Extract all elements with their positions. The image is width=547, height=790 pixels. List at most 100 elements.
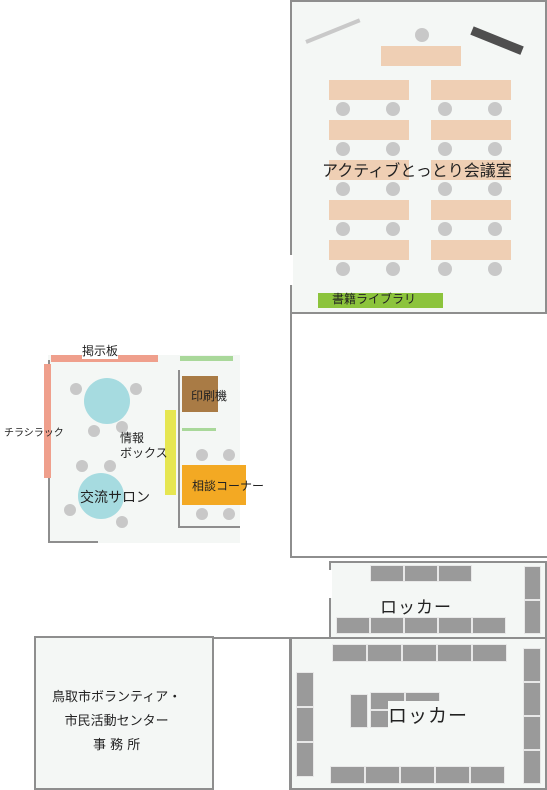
chair: [336, 262, 350, 276]
chair: [415, 28, 429, 42]
desk: [431, 240, 511, 260]
locker: [524, 600, 541, 634]
locker: [336, 617, 370, 634]
locker: [435, 766, 470, 784]
locker: [367, 644, 402, 662]
chair: [488, 142, 502, 156]
locker: [472, 644, 507, 662]
chair: [386, 182, 400, 196]
corridor-wall: [290, 312, 292, 558]
chair: [196, 508, 208, 520]
locker: [472, 617, 506, 634]
printer-label: 印刷機: [191, 389, 228, 403]
chair: [336, 182, 350, 196]
chair: [438, 222, 452, 236]
info-box: [165, 410, 176, 495]
desk: [329, 240, 409, 260]
partition-wall: [178, 370, 180, 528]
chair: [104, 460, 116, 472]
locker-upper-label: ロッカー: [380, 598, 452, 618]
chair: [488, 262, 502, 276]
chair: [438, 182, 452, 196]
locker: [404, 617, 438, 634]
locker: [365, 766, 400, 784]
locker: [402, 644, 437, 662]
consult-table: [182, 465, 246, 505]
locker: [400, 766, 435, 784]
chair: [488, 102, 502, 116]
desk: [329, 200, 409, 220]
printer: [182, 376, 218, 412]
chair: [438, 102, 452, 116]
chair: [88, 425, 100, 437]
chair: [336, 142, 350, 156]
office-door-gap: [214, 637, 291, 790]
chair: [130, 383, 142, 395]
locker: [438, 617, 472, 634]
locker: [370, 565, 404, 582]
chair: [76, 460, 88, 472]
office-label: 鳥取市ボランティア・ 市民活動センター 事 務 所: [52, 690, 182, 753]
chair: [386, 222, 400, 236]
chair: [488, 182, 502, 196]
presenter-desk: [381, 46, 461, 66]
chair: [438, 262, 452, 276]
locker: [438, 565, 472, 582]
salon-label: 交流サロン: [80, 490, 150, 506]
locker-door-gap: [327, 570, 332, 598]
desk: [329, 160, 409, 180]
consult-label: 相談コーナー: [192, 479, 265, 493]
chair: [196, 449, 208, 461]
locker: [523, 716, 541, 750]
chair: [223, 449, 235, 461]
locker: [350, 694, 368, 728]
corridor-wall: [290, 556, 547, 558]
locker: [296, 742, 314, 777]
flyer-rack: [44, 364, 51, 478]
chair: [386, 142, 400, 156]
locker: [296, 672, 314, 707]
salon-wall: [48, 541, 98, 543]
chair: [70, 383, 82, 395]
chair: [116, 421, 128, 433]
chair: [386, 102, 400, 116]
desk: [431, 200, 511, 220]
green-line: [180, 356, 233, 361]
chair: [223, 508, 235, 520]
chair: [116, 516, 128, 528]
bookshelf-label: 書籍ライブラリ: [332, 292, 417, 306]
desk: [329, 120, 409, 140]
desk: [431, 80, 511, 100]
chair: [336, 102, 350, 116]
locker: [523, 648, 541, 682]
chair: [336, 222, 350, 236]
locker: [470, 766, 505, 784]
green-line: [182, 428, 216, 431]
locker: [437, 644, 472, 662]
locker: [523, 750, 541, 784]
locker: [524, 566, 541, 600]
conference-door-gap: [289, 255, 293, 285]
salon-table-top: [84, 378, 130, 424]
desk: [431, 160, 511, 180]
locker: [296, 707, 314, 742]
locker: [523, 682, 541, 716]
bookshelf-bar: [318, 293, 443, 308]
locker: [370, 617, 404, 634]
chair: [488, 222, 502, 236]
locker: [330, 766, 365, 784]
office-room: [34, 636, 214, 790]
chair: [438, 142, 452, 156]
conference-room-label: アクティブとっとり会議室: [322, 161, 512, 180]
salon-table-bottom: [78, 473, 124, 519]
desk: [329, 80, 409, 100]
locker-lower-label: ロッカー: [388, 701, 469, 728]
chair: [64, 504, 76, 516]
desk: [431, 120, 511, 140]
info-box-label: 情報 ボックス: [120, 431, 168, 460]
flyer-rack-label: チラシラック: [4, 428, 64, 439]
bulletin-board-label: 掲示板: [82, 342, 119, 359]
locker: [404, 565, 438, 582]
chair: [386, 262, 400, 276]
partition-wall: [178, 526, 240, 528]
